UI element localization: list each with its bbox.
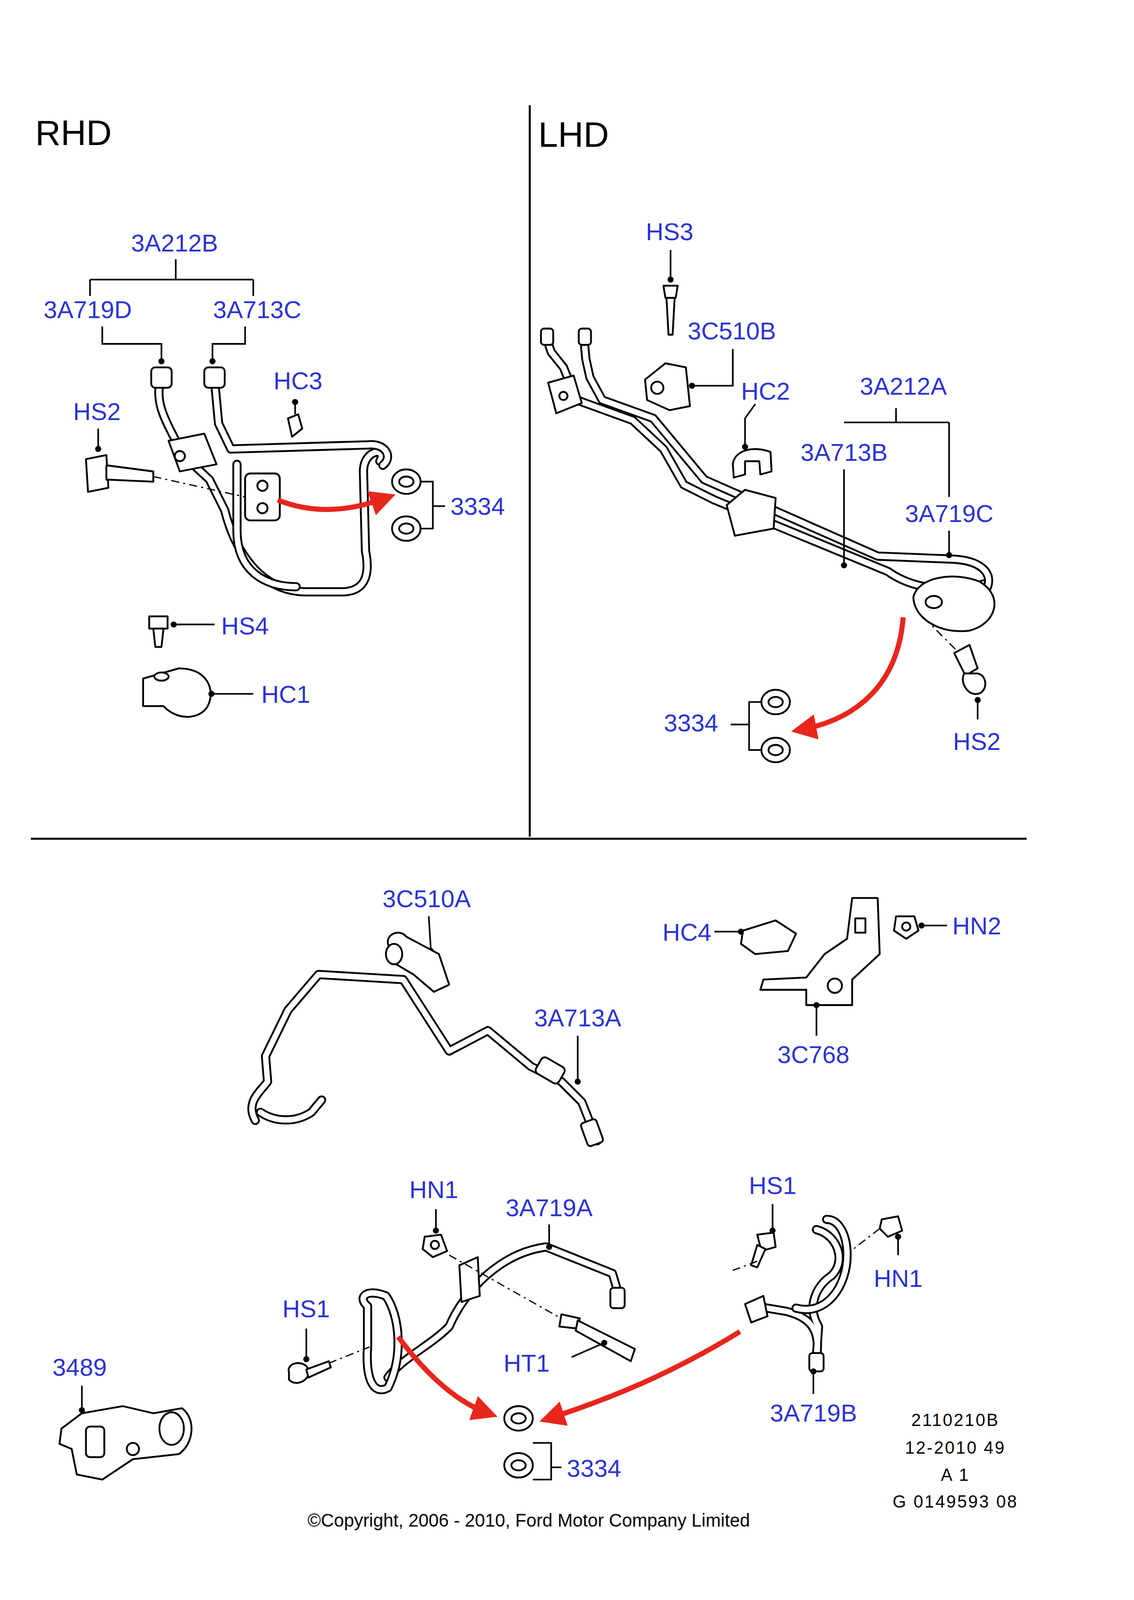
callout-number: HN1	[409, 1177, 459, 1202]
callout-number: HS1	[748, 1172, 797, 1198]
copyright-caption: ©Copyright, 2006 - 2010, Ford Motor Comp…	[307, 1510, 751, 1530]
callout-number: HN1	[873, 1265, 923, 1291]
callout-number: HC2	[741, 378, 791, 404]
callout-number: HC1	[261, 681, 311, 707]
callout-number: HS3	[645, 219, 694, 244]
callout-number: 3C510B	[687, 318, 777, 343]
callout-number: 3334	[663, 710, 719, 735]
callout-number: 3A719D	[43, 297, 132, 322]
callout-number: HS4	[221, 613, 269, 638]
callout-number: 3A719C	[905, 501, 994, 526]
callout-number: 3A212A	[859, 373, 947, 399]
callout-number: HN2	[952, 913, 1002, 938]
callout-number: 3A713C	[212, 297, 302, 322]
callout-number: LHD	[538, 116, 609, 153]
callout-number: 3C510A	[382, 886, 471, 911]
callout-number: HC4	[662, 919, 712, 945]
callout-number: HS1	[282, 1296, 330, 1321]
callout-number: HS2	[72, 399, 121, 424]
callout-number: 3A713A	[534, 1005, 622, 1030]
callout-number: 2110210B	[911, 1411, 1000, 1429]
callout-number: 3334	[566, 1455, 622, 1481]
callout-number: 3489	[52, 1354, 107, 1380]
callout-number: 3A713B	[800, 439, 888, 465]
callout-number: A 1	[940, 1466, 970, 1484]
callout-number: HS2	[953, 728, 1001, 754]
callout-number: 3C768	[777, 1042, 850, 1067]
callout-number: RHD	[35, 115, 112, 151]
callout-number: 3A212B	[130, 230, 218, 256]
callout-number: G 0149593 08	[892, 1492, 1019, 1511]
callout-number: HC3	[273, 368, 323, 393]
callout-number: HT1	[503, 1350, 550, 1376]
callout-number: 3A719A	[505, 1195, 593, 1220]
callout-number: 3334	[450, 493, 505, 519]
callout-number: 3A719B	[769, 1400, 857, 1425]
callout-number: 12-2010 49	[905, 1438, 1006, 1457]
